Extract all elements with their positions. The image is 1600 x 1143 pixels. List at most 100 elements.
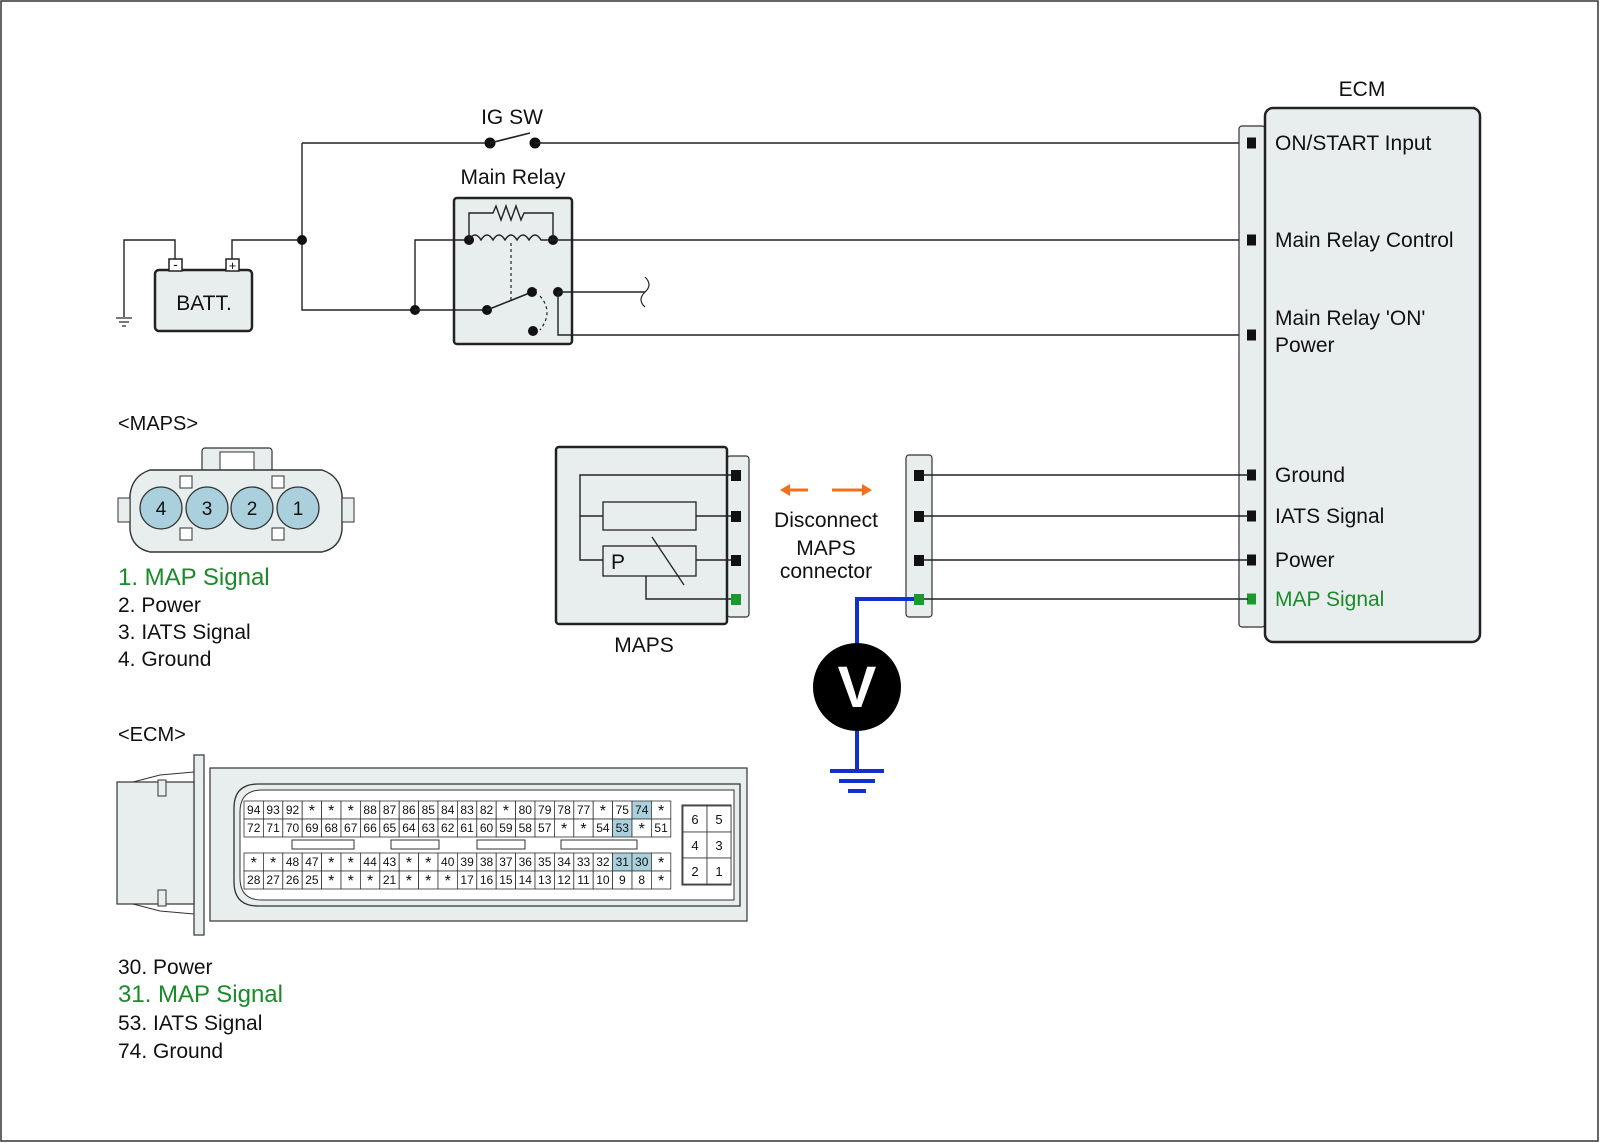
ecm-connector-side-pin-number: 1 <box>715 864 722 879</box>
maps-legend-item: 2. Power <box>118 594 201 617</box>
maps-connector-title: <MAPS> <box>118 413 198 435</box>
battery-plus-label: + <box>229 258 237 273</box>
ecm-connector-pin-number: 58 <box>519 821 533 835</box>
maps-legend-item: 3. IATS Signal <box>118 621 251 644</box>
ecm-connector-side-pin-number: 4 <box>691 838 698 853</box>
ecm-connector-pin-number: 25 <box>305 873 319 887</box>
voltmeter-label: V <box>838 655 877 720</box>
ecm-connector-pin-number: 80 <box>519 803 533 817</box>
ecm-connector-pin-number: * <box>328 803 334 820</box>
ecm-connector-body <box>116 754 748 936</box>
ecm-connector-pin-number: * <box>348 873 354 890</box>
ecm-connector-pin-number: 53 <box>616 821 630 835</box>
ecm-connector-pin-number: 62 <box>441 821 455 835</box>
ecm-connector-pin-number: 48 <box>286 855 300 869</box>
ecm-connector-pin-number: 28 <box>247 873 261 887</box>
ecm-connector-title: <ECM> <box>118 724 186 746</box>
ecm-pin-terminal <box>1247 510 1256 522</box>
wire-batt-positive <box>231 239 302 259</box>
ecm-connector-pin-number: * <box>503 803 509 820</box>
ecm-connector-pin-number: 93 <box>266 803 280 817</box>
main-relay: Main Relay <box>410 166 1248 346</box>
ecm-connector-pin-number: 74 <box>635 803 649 817</box>
ecm-pin-terminal <box>1247 234 1256 246</box>
junction-dot <box>297 235 307 245</box>
maps-connector-pin <box>276 486 320 530</box>
ecm-connector-pin-number: 8 <box>638 873 645 887</box>
ecm-connector-pin-number: 15 <box>499 873 513 887</box>
ecm-connector-pin-number: 70 <box>286 821 300 835</box>
ecm-connector-pin-number: 9 <box>619 873 626 887</box>
ecm-connector-pin-number: 83 <box>460 803 474 817</box>
ecm-legend-item: 30. Power <box>118 956 213 979</box>
ecm-connector-pin-number: 33 <box>577 855 591 869</box>
ecm-connector-pin-number: 32 <box>596 855 610 869</box>
ecm-pin-terminal <box>1247 593 1256 605</box>
ecm-connector-pin-number: 94 <box>247 803 261 817</box>
ecm-pin-label: Main Relay 'ON' <box>1275 307 1425 330</box>
harness-connector <box>905 454 933 618</box>
ecm-connector-pin-number: 26 <box>286 873 300 887</box>
maps-connector-pin-number: 3 <box>202 499 213 520</box>
ecm-connector-pin-number: * <box>639 821 645 838</box>
battery-label: BATT. <box>176 292 232 315</box>
ecm-connector-pin-number: * <box>270 855 276 872</box>
ecm-connector-pin-number: * <box>348 855 354 872</box>
ecm-connector-side-pin-cell <box>706 831 732 859</box>
disconnect-label-line1: Disconnect <box>774 509 878 532</box>
maps-legend-item: 1. MAP Signal <box>118 564 270 591</box>
ecm-connector-pin-number: * <box>367 873 373 890</box>
maps-connector-pin-number: 2 <box>247 499 258 520</box>
ecm-connector-pin-number: 92 <box>286 803 300 817</box>
ecm-connector-pin-number: 64 <box>402 821 416 835</box>
ecm-connector-pin-number: 82 <box>480 803 494 817</box>
battery-minus-label: - <box>173 256 178 272</box>
ecm-connector-pin-number: 78 <box>557 803 571 817</box>
ecm-pin-label-line2: Power <box>1275 334 1335 357</box>
ecm-connector-pin-number: 68 <box>325 821 339 835</box>
ecm-block <box>1263 106 1482 644</box>
maps-connector-pin <box>185 486 229 530</box>
battery: - + BATT. <box>153 256 254 333</box>
ecm-connector-pin-number: 77 <box>577 803 591 817</box>
ecm-connector-pin-number: 34 <box>557 855 571 869</box>
ecm-connector-pin-number: 27 <box>266 873 280 887</box>
ecm-pin-terminal <box>1247 329 1256 341</box>
ecm-connector-pin-number: * <box>425 873 431 890</box>
ecm-connector-pin-number: 39 <box>460 855 474 869</box>
ecm-connector-pin-number: * <box>309 803 315 820</box>
ecm-pin-label: Ground <box>1275 464 1345 487</box>
ecm-connector-pin-number: * <box>328 873 334 890</box>
ecm-connector-pin-number: 61 <box>460 821 474 835</box>
ecm-connector-pin-number: 13 <box>538 873 552 887</box>
maps-component-label: MAPS <box>614 634 674 657</box>
ecm-connector-side-pin-number: 2 <box>691 864 698 879</box>
ecm-connector-pin-number: 12 <box>557 873 571 887</box>
ecm-connector-pin-number: 51 <box>654 821 668 835</box>
ecm-connector-pin-number: 79 <box>538 803 552 817</box>
ecm-connector-pin-number: 63 <box>422 821 436 835</box>
ecm-connector-side-pin-cell <box>706 805 732 833</box>
ecm-connector-pin-number: 11 <box>577 873 590 887</box>
ecm-connector-pin-number: 59 <box>499 821 513 835</box>
ecm-connector-pin-number: 72 <box>247 821 261 835</box>
ecm-connector-pin-number: 36 <box>519 855 533 869</box>
ecm-connector-pin-number: * <box>425 855 431 872</box>
ecm-connector-pin-number: 60 <box>480 821 494 835</box>
main-relay-label: Main Relay <box>460 166 566 189</box>
ecm-pin-label: MAP Signal <box>1275 588 1384 611</box>
ecm-connector-pin-number: 86 <box>402 803 416 817</box>
ecm-pin-terminal <box>1247 554 1256 566</box>
ecm-pin-label: IATS Signal <box>1275 505 1384 528</box>
ecm-connector-pin-number: * <box>658 855 664 872</box>
maps-sensor: P MAPS <box>554 445 750 657</box>
ecm-connector-pin-number: * <box>328 855 334 872</box>
ecm-pin-label: Power <box>1275 549 1335 572</box>
ecm-connector-pin-number: * <box>251 855 257 872</box>
